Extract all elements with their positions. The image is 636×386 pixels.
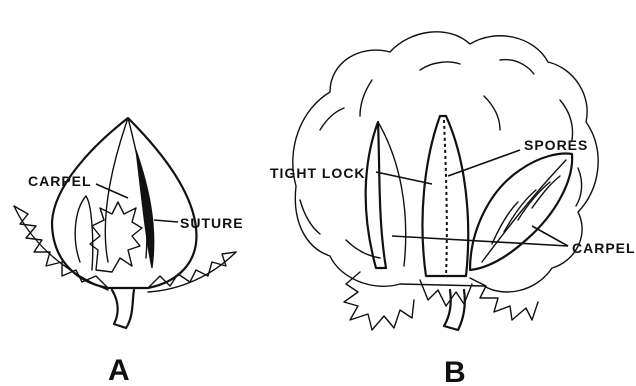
label-b-tight-lock: TIGHT LOCK	[270, 165, 366, 181]
a-suture-leader	[154, 220, 178, 222]
label-panel-b: B	[444, 356, 466, 386]
label-a-suture: SUTURE	[180, 215, 244, 231]
label-a-carpel: CARPEL	[28, 173, 92, 189]
tight-lock-seam	[444, 120, 447, 276]
b-carpel-leader-2	[532, 226, 568, 246]
b-carpel-leader-1	[392, 236, 568, 246]
label-panel-a: A	[108, 354, 130, 386]
label-b-spores: SPORES	[524, 137, 588, 153]
a-carpel-leader	[96, 184, 128, 198]
label-b-carpel: CARPEL	[572, 240, 636, 256]
suture-slit	[136, 150, 154, 268]
b-tight-lock-leader	[376, 172, 432, 184]
